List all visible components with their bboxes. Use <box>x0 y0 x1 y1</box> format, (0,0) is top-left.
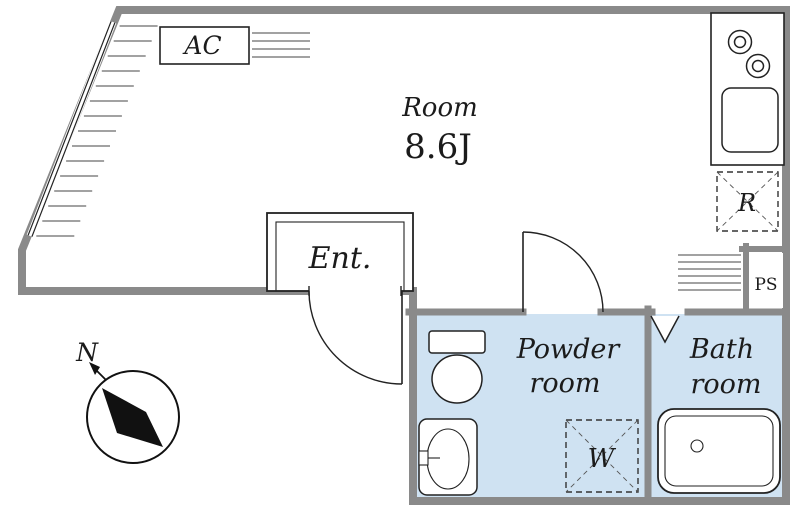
toilet <box>428 330 486 404</box>
kitchen <box>710 12 785 166</box>
ac-label: AC <box>182 31 221 60</box>
ps-floor <box>750 253 783 308</box>
ac-unit: AC <box>159 26 310 65</box>
entrance-door-opening <box>309 286 401 296</box>
washer-cross-line <box>565 419 639 493</box>
stove-burner-icon <box>727 29 753 55</box>
washer-cross-line <box>565 419 639 493</box>
counter-hatch-lines <box>678 254 741 291</box>
powder-door-swing-arc <box>522 231 604 313</box>
bathtub-inner <box>664 415 774 487</box>
outer-wall <box>18 6 790 505</box>
powder-room-door <box>522 231 604 313</box>
powder-room-label-line2: room <box>529 368 600 399</box>
refrigerator-space: R <box>716 171 779 232</box>
entrance-area: Ent. <box>266 212 414 292</box>
window-hatch-lines <box>36 25 158 237</box>
washer-label: W <box>588 444 617 474</box>
room-name-label: Room <box>401 93 478 123</box>
diagonal-window <box>26 20 117 238</box>
entrance-label: Ent. <box>308 241 372 276</box>
north-label: N <box>75 338 99 367</box>
powder-room-label-line1: Powder <box>516 334 622 365</box>
compass-needle-icon <box>102 388 163 447</box>
wash-basin <box>418 418 478 496</box>
ac-hatch-lines <box>252 32 310 58</box>
washer-space: W <box>565 419 639 493</box>
compass: N <box>75 338 180 464</box>
bath-room-label-line1: Bath <box>689 334 754 365</box>
north-arrowhead-icon <box>89 362 100 375</box>
stove-burner-inner-icon <box>751 59 765 73</box>
kitchen-sink <box>721 87 779 153</box>
bathtub-outer <box>657 408 781 494</box>
pipe-space-label: PS <box>754 275 777 295</box>
washer-dashed-box <box>565 419 639 493</box>
stove-burner-icon <box>745 53 771 79</box>
entrance-door-swing-arc <box>308 290 403 385</box>
bath-folding-door <box>650 315 680 344</box>
toilet-tank <box>428 330 486 354</box>
bathtub <box>657 408 781 494</box>
room-size-label: 8.6J <box>404 127 472 167</box>
walls <box>18 6 790 505</box>
refrigerator-dashed-box <box>716 171 779 232</box>
basin-faucet-icon <box>418 450 429 466</box>
pipe-space: PS <box>750 253 783 308</box>
ac-box <box>159 26 250 65</box>
bathtub-drain-icon <box>690 439 704 453</box>
refrigerator-label: R <box>737 189 756 217</box>
window-line-outer <box>27 21 112 236</box>
stove-burner-inner-icon <box>733 35 747 49</box>
window-glass-band <box>26 20 117 238</box>
bath-room-label-line2: room <box>690 369 761 400</box>
entrance-outer-box <box>266 212 414 292</box>
window-line-inner <box>31 22 116 237</box>
entrance-door <box>308 286 403 385</box>
toilet-bowl <box>431 354 483 404</box>
